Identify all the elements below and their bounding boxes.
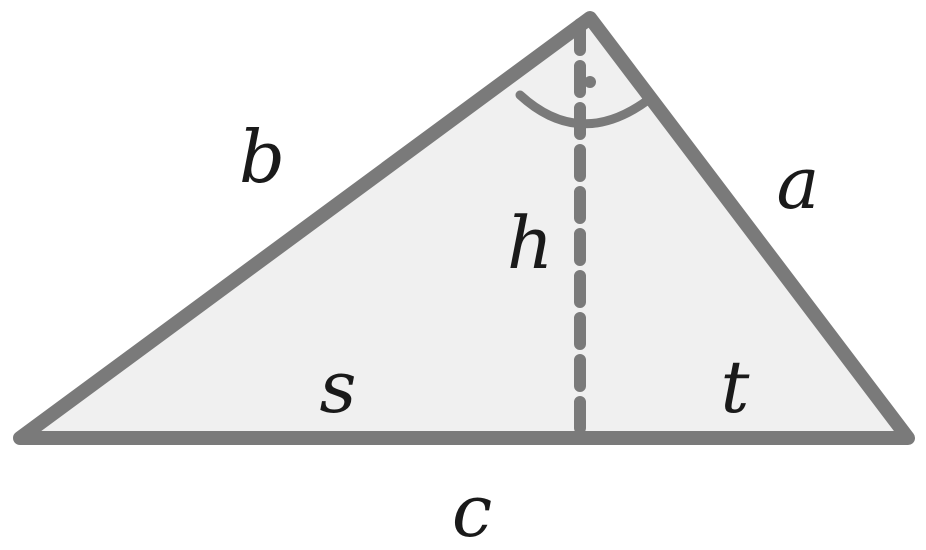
triangle-shape (13, 11, 915, 445)
side-b-label: b (239, 115, 285, 199)
side-a-label: a (777, 141, 820, 225)
segment-t-label: t (721, 345, 751, 429)
right-angle-arc (515, 90, 653, 129)
right-angle-dot (584, 76, 596, 88)
side-c-label: c (452, 469, 492, 550)
segment-s-label: s (320, 345, 357, 429)
height-label: h (507, 201, 553, 285)
